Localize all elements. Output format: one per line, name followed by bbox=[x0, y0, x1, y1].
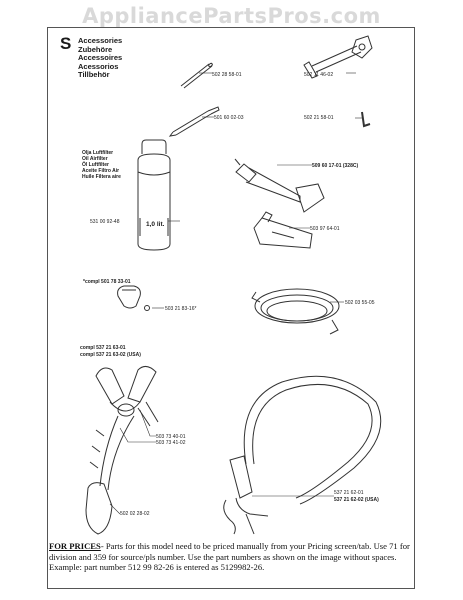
part-number-501-78-33-01: *compl 501 78 33-01 bbox=[83, 279, 131, 285]
leader-lines bbox=[109, 72, 362, 515]
title-line: Zubehöre bbox=[78, 44, 113, 54]
oil-header: Olja Luftfilter Oil Airfilter Öl Luftfil… bbox=[82, 150, 121, 180]
part-number-503-21-83-16: 503 21 83-16* bbox=[165, 306, 197, 312]
oil-header-line: Aceite Filtro Air bbox=[82, 168, 120, 174]
part-number-502-11-46-02: 502 11 46-02 bbox=[304, 72, 334, 78]
part-number-537-21-62-02: 537 21 62-02 (USA) bbox=[334, 497, 379, 503]
pricing-footer: FOR PRICES- Parts for this model need to… bbox=[49, 541, 417, 573]
part-number-502-03-55-05: 502 03 55-05 bbox=[345, 300, 375, 306]
part-number-501-60-02-03: 501 60 02-03 bbox=[214, 115, 244, 121]
clip-illustration bbox=[117, 285, 150, 311]
strap-coil-illustration bbox=[251, 288, 340, 335]
part-number-502-28-58-01: 502 28 58-01 bbox=[212, 72, 242, 78]
part-number-503-97-64-01: 503 97 64-01 bbox=[310, 226, 340, 232]
diagram-frame bbox=[47, 27, 415, 589]
part-number-531-00-92-48: 531 00 92-48 bbox=[90, 219, 120, 225]
oil-bottle-illustration bbox=[137, 139, 171, 251]
shoulder-strap-illustration bbox=[223, 375, 382, 535]
small-tube-illustration bbox=[253, 211, 313, 249]
grease-tube-illustration bbox=[234, 158, 325, 213]
oil-header-line: Öl Luftfilter bbox=[82, 162, 109, 168]
part-number-503-73-40-01: 503 73 40-01 bbox=[156, 434, 186, 440]
title-line: Acessorios bbox=[78, 61, 119, 71]
title-line: Accessoires bbox=[78, 53, 123, 63]
footer-label: FOR PRICES bbox=[49, 541, 101, 551]
part-number-509-60-17-01: 509 60 17-01 (328C) bbox=[312, 163, 359, 169]
part-number-537-21-63-01: compl 537 21 63-01 bbox=[80, 345, 126, 351]
watermark: AppliancePartsPros.com bbox=[82, 4, 381, 28]
oil-header-line: Huile Filtera aire bbox=[82, 174, 121, 180]
part-number-537-21-63-02: compl 537 21 63-02 (USA) bbox=[80, 352, 141, 358]
wrench-illustration bbox=[303, 35, 373, 79]
section-letter: S bbox=[60, 34, 72, 53]
oil-header-line: Oil Airfilter bbox=[82, 156, 108, 162]
title-line: Accessories bbox=[78, 36, 123, 45]
footer-text: - Parts for this model need to be priced… bbox=[49, 541, 410, 573]
title-line: Tillbehör bbox=[78, 70, 110, 80]
oil-volume-label: 1,0 lit. bbox=[146, 221, 165, 228]
part-number-503-73-41-02: 503 73 41-02 bbox=[156, 440, 186, 446]
oil-header-line: Olja Luftfilter bbox=[82, 150, 114, 156]
section-titles: Accessories Zubehöre Accessoires Acessor… bbox=[78, 36, 123, 80]
file-illustration bbox=[168, 106, 220, 137]
harness-illustration bbox=[85, 366, 159, 535]
part-number-537-21-62-01: 537 21 62-01 bbox=[334, 490, 364, 496]
allen-key-illustration bbox=[361, 111, 371, 128]
part-number-502-02-28-02: 502 02 28-02 bbox=[120, 511, 150, 517]
rod-illustration bbox=[180, 62, 213, 89]
part-number-502-21-58-01: 502 21 58-01 bbox=[304, 115, 334, 121]
